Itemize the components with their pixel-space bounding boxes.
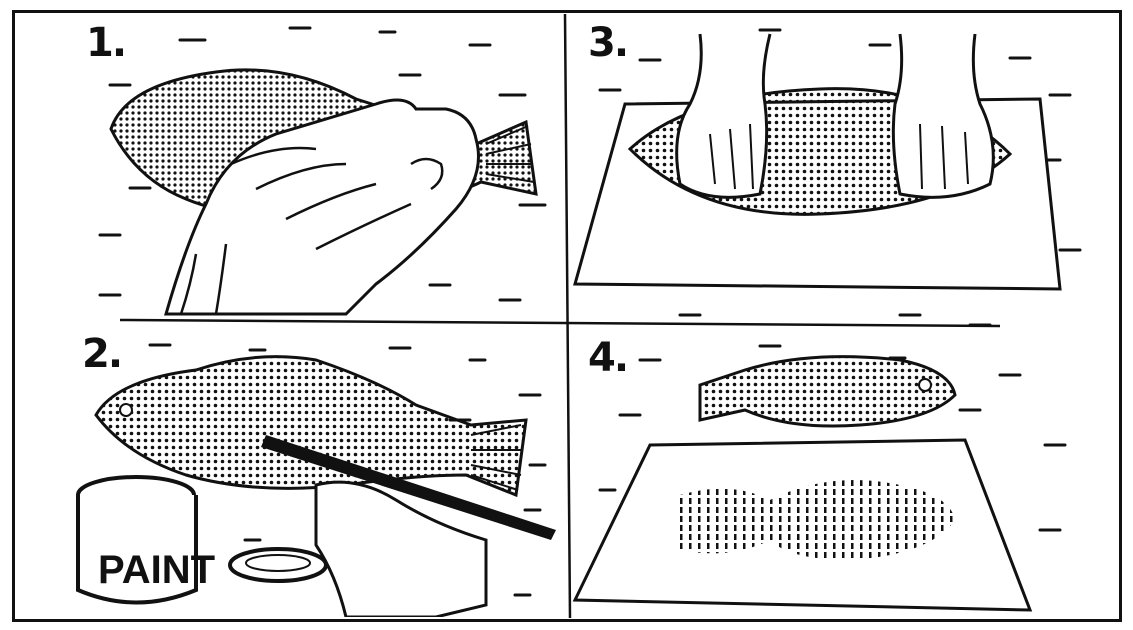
panel-step-4: 4.	[570, 325, 1120, 617]
panel-step-1: 1.	[16, 14, 564, 319]
painting-fish-illustration: PAINT	[16, 325, 564, 617]
hand-washing-fish-illustration	[16, 14, 564, 319]
finished-print-illustration	[570, 325, 1120, 617]
paint-can-label: PAINT	[98, 548, 215, 592]
paint-can: PAINT	[78, 477, 215, 603]
panel-step-3: 3.	[570, 14, 1120, 319]
panel-step-2: 2. PAINT	[16, 325, 564, 617]
pressing-paper-illustration	[570, 14, 1120, 319]
